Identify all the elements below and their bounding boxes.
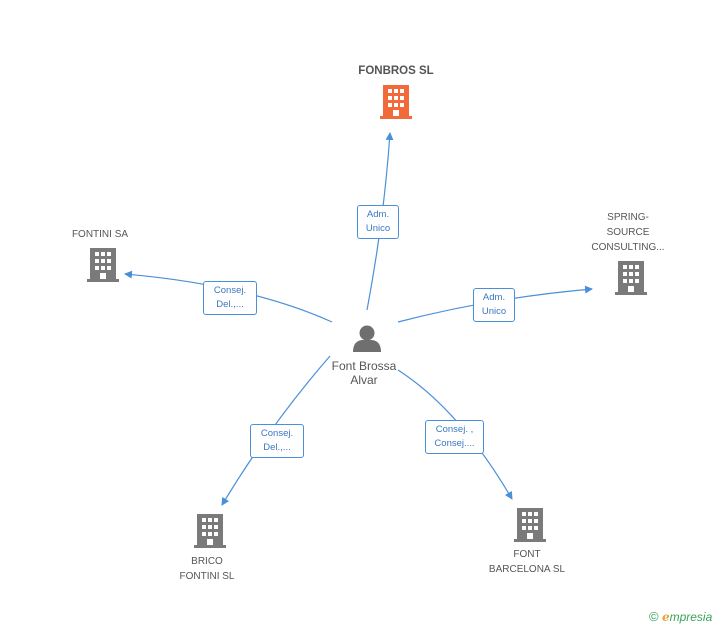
node-label-line: BARCELONA SL (488, 564, 566, 575)
edge-badge-to-spring[interactable]: Adm. Unico (473, 288, 515, 322)
node-label-line: FONBROS SL (358, 65, 434, 77)
building-icon-fonbros[interactable] (380, 85, 412, 119)
building-icon-fontini[interactable] (87, 248, 119, 282)
empresia-logo[interactable]: © empresia (649, 609, 712, 624)
node-label-spring[interactable]: SPRING- SOURCE CONSULTING... (578, 210, 678, 255)
node-label-line: SOURCE (606, 227, 650, 238)
node-label-line: FONTINI SL (179, 571, 235, 582)
person-icon[interactable] (353, 325, 381, 353)
node-label-font-barcelona[interactable]: FONT BARCELONA SL (467, 547, 587, 577)
edge-badge-line: Consej.... (434, 438, 475, 449)
building-icon-brico[interactable] (194, 514, 226, 548)
node-label-line: FONTINI SA (71, 229, 129, 240)
edge-badge-line: Del.,... (216, 299, 244, 310)
building-icon-font-barcelona[interactable] (514, 508, 546, 542)
node-label-line: CONSULTING... (591, 242, 665, 253)
edge-badge-to-fonbros[interactable]: Adm. Unico (357, 205, 399, 239)
edge-badge-line: Unico (481, 306, 507, 317)
node-label-fontini[interactable]: FONTINI SA (50, 227, 150, 242)
node-label-line: SPRING- (607, 212, 649, 223)
node-label-fonbros[interactable]: FONBROS SL (336, 64, 456, 79)
building-icon-spring[interactable] (615, 261, 647, 295)
edge-badge-line: Consej. (213, 285, 247, 296)
brand-name: mpresia (669, 610, 713, 624)
edge-badge-line: Adm. (366, 209, 390, 220)
brand-initial: e (661, 610, 670, 624)
edge-badge-line: Del.,... (263, 442, 291, 453)
edge-badge-to-brico[interactable]: Consej. Del.,... (250, 424, 304, 458)
copyright-symbol: © (649, 609, 659, 624)
edge-badge-to-font-barcelona[interactable]: Consej. , Consej.... (425, 420, 484, 454)
edge-badge-line: Consej. (260, 428, 294, 439)
person-label-line: Font Brossa (331, 359, 397, 373)
node-label-line: BRICO (191, 556, 223, 567)
person-label-line: Alvar (350, 373, 378, 387)
edge-badge-line: Adm. (482, 292, 506, 303)
person-label[interactable]: Font Brossa Alvar (314, 359, 414, 387)
node-label-line: FONT (513, 549, 541, 560)
edge-badge-line: Unico (365, 223, 391, 234)
node-label-brico[interactable]: BRICO FONTINI SL (157, 554, 257, 584)
edge-badge-to-fontini[interactable]: Consej. Del.,... (203, 281, 257, 315)
edge-badge-line: Consej. , (435, 424, 474, 435)
